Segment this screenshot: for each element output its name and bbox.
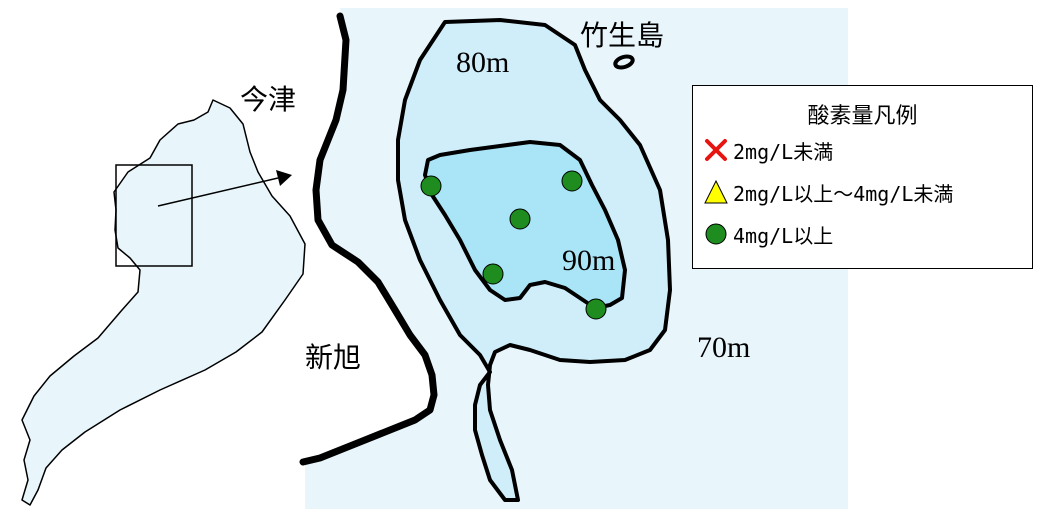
red-cross-icon — [705, 139, 727, 161]
station-marker — [561, 170, 583, 192]
west-shore-land — [305, 8, 434, 462]
inset-arrow — [157, 177, 279, 207]
oxygen-legend: 酸素量凡例 2mg/L未満 2mg/L以上～4mg/L未満 4mg/L以上 — [692, 85, 1033, 269]
legend-label: 2mg/L以上～4mg/L未満 — [733, 181, 954, 206]
place-label-imazu: 今津 — [240, 83, 297, 116]
west-shoreline — [299, 12, 438, 466]
legend-title: 酸素量凡例 — [807, 104, 918, 129]
station-marker — [482, 263, 504, 285]
depth-label-90m: 90m — [562, 244, 616, 277]
station-marker — [509, 208, 531, 230]
yellow-triangle-icon — [704, 179, 728, 204]
station-layer — [420, 170, 607, 320]
place-label-shinasahi: 新旭 — [305, 341, 362, 374]
chikubushima-island — [613, 54, 635, 70]
legend-item-under-2: 2mg/L未満 — [703, 136, 833, 164]
green-circle-icon — [705, 223, 727, 245]
legend-label: 2mg/L未満 — [733, 139, 834, 164]
inset-box — [115, 164, 193, 267]
depth-label-70m: 70m — [697, 331, 751, 364]
place-label-chikubushima: 竹生島 — [580, 19, 665, 52]
legend-label: 4mg/L以上 — [733, 223, 834, 248]
lake-overview-outline — [21, 99, 306, 506]
inset-arrow-head — [276, 170, 292, 186]
legend-item-2-to-4: 2mg/L以上～4mg/L未満 — [703, 178, 953, 206]
overview-inset — [21, 99, 306, 506]
station-marker — [585, 298, 607, 320]
legend-item-4-plus: 4mg/L以上 — [703, 220, 833, 248]
depth-label-80m: 80m — [456, 46, 510, 79]
station-marker — [420, 175, 442, 197]
